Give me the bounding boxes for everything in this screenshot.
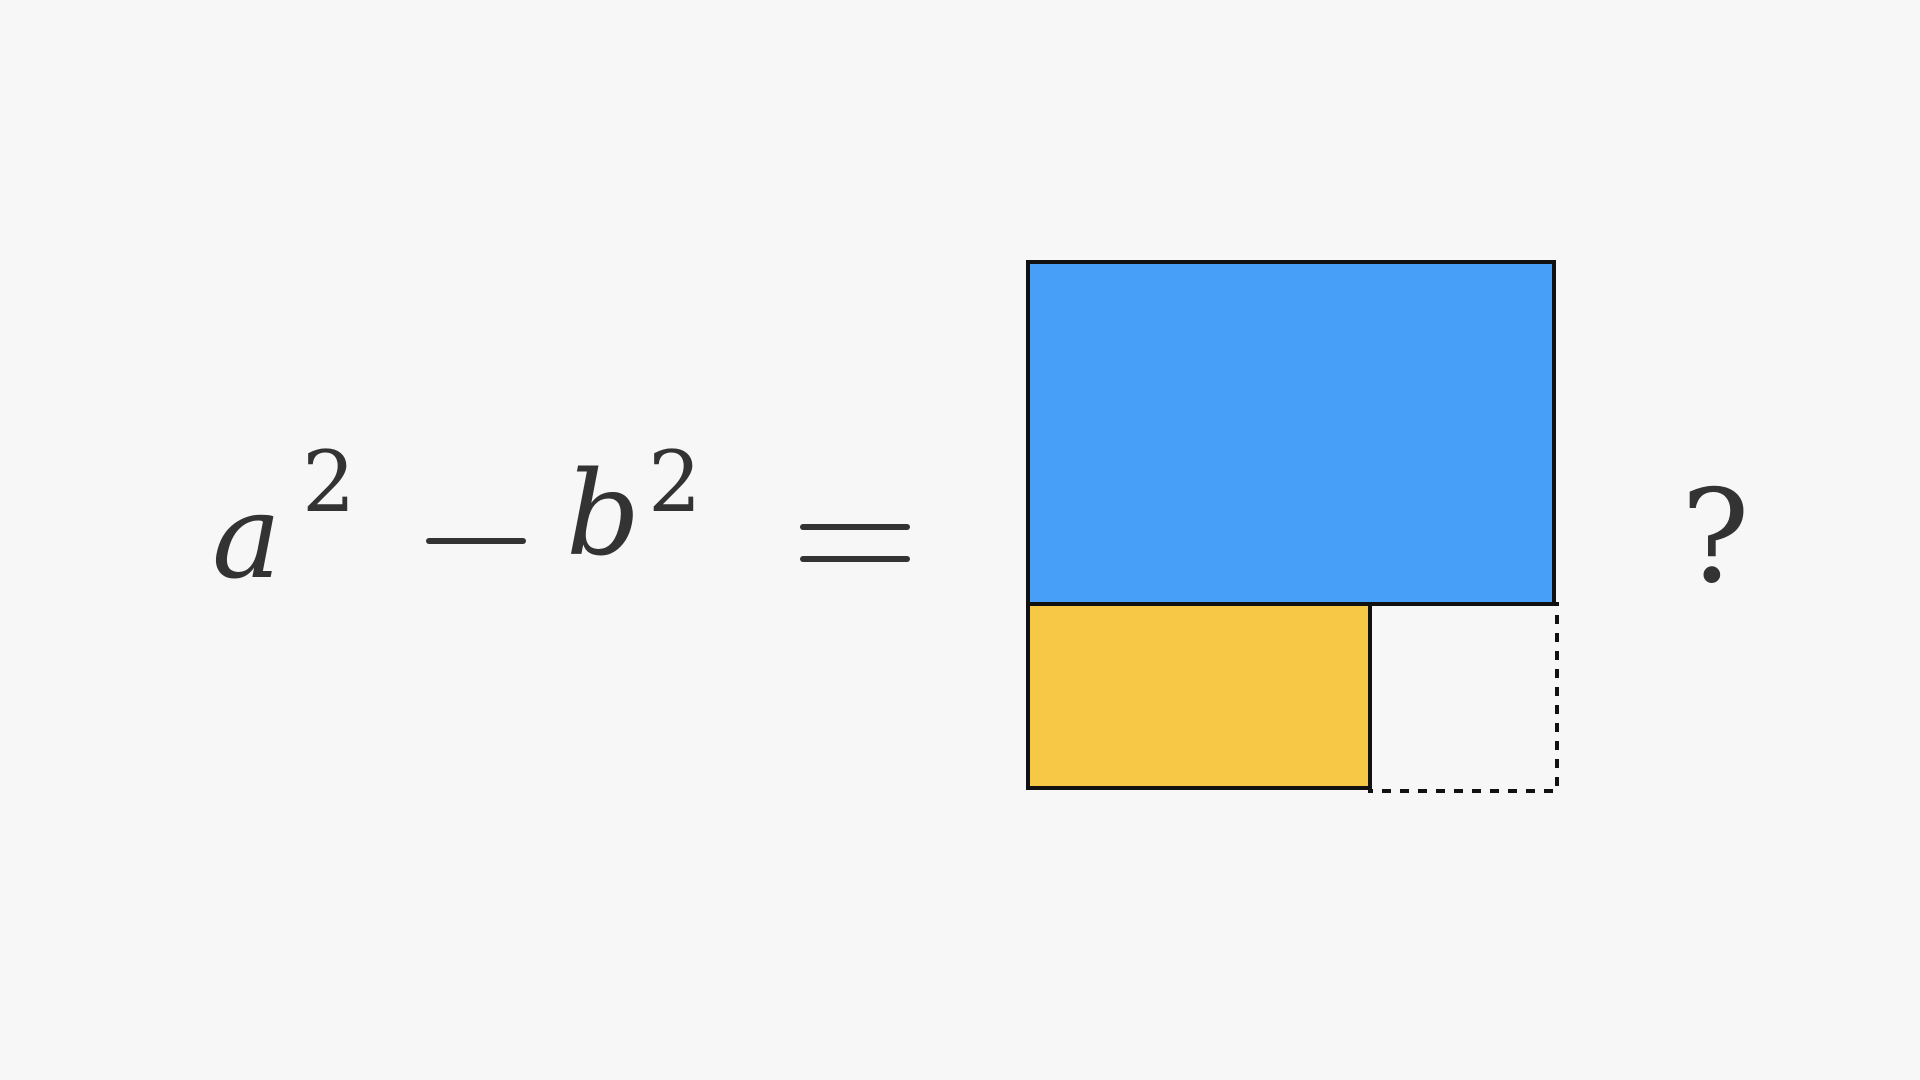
- equals-bar-bottom: [800, 556, 910, 562]
- yellow-rectangle: [1026, 602, 1372, 790]
- variable-b: b: [566, 447, 641, 582]
- exponent-b: 2: [648, 433, 702, 531]
- removed-square-dashed: [1368, 602, 1559, 793]
- exponent-a: 2: [302, 433, 356, 531]
- variable-a: a: [212, 470, 282, 605]
- question-mark: ?: [1681, 463, 1750, 612]
- minus-sign: [426, 538, 526, 544]
- equals-bar-top: [800, 524, 910, 530]
- blue-rectangle: [1026, 260, 1556, 606]
